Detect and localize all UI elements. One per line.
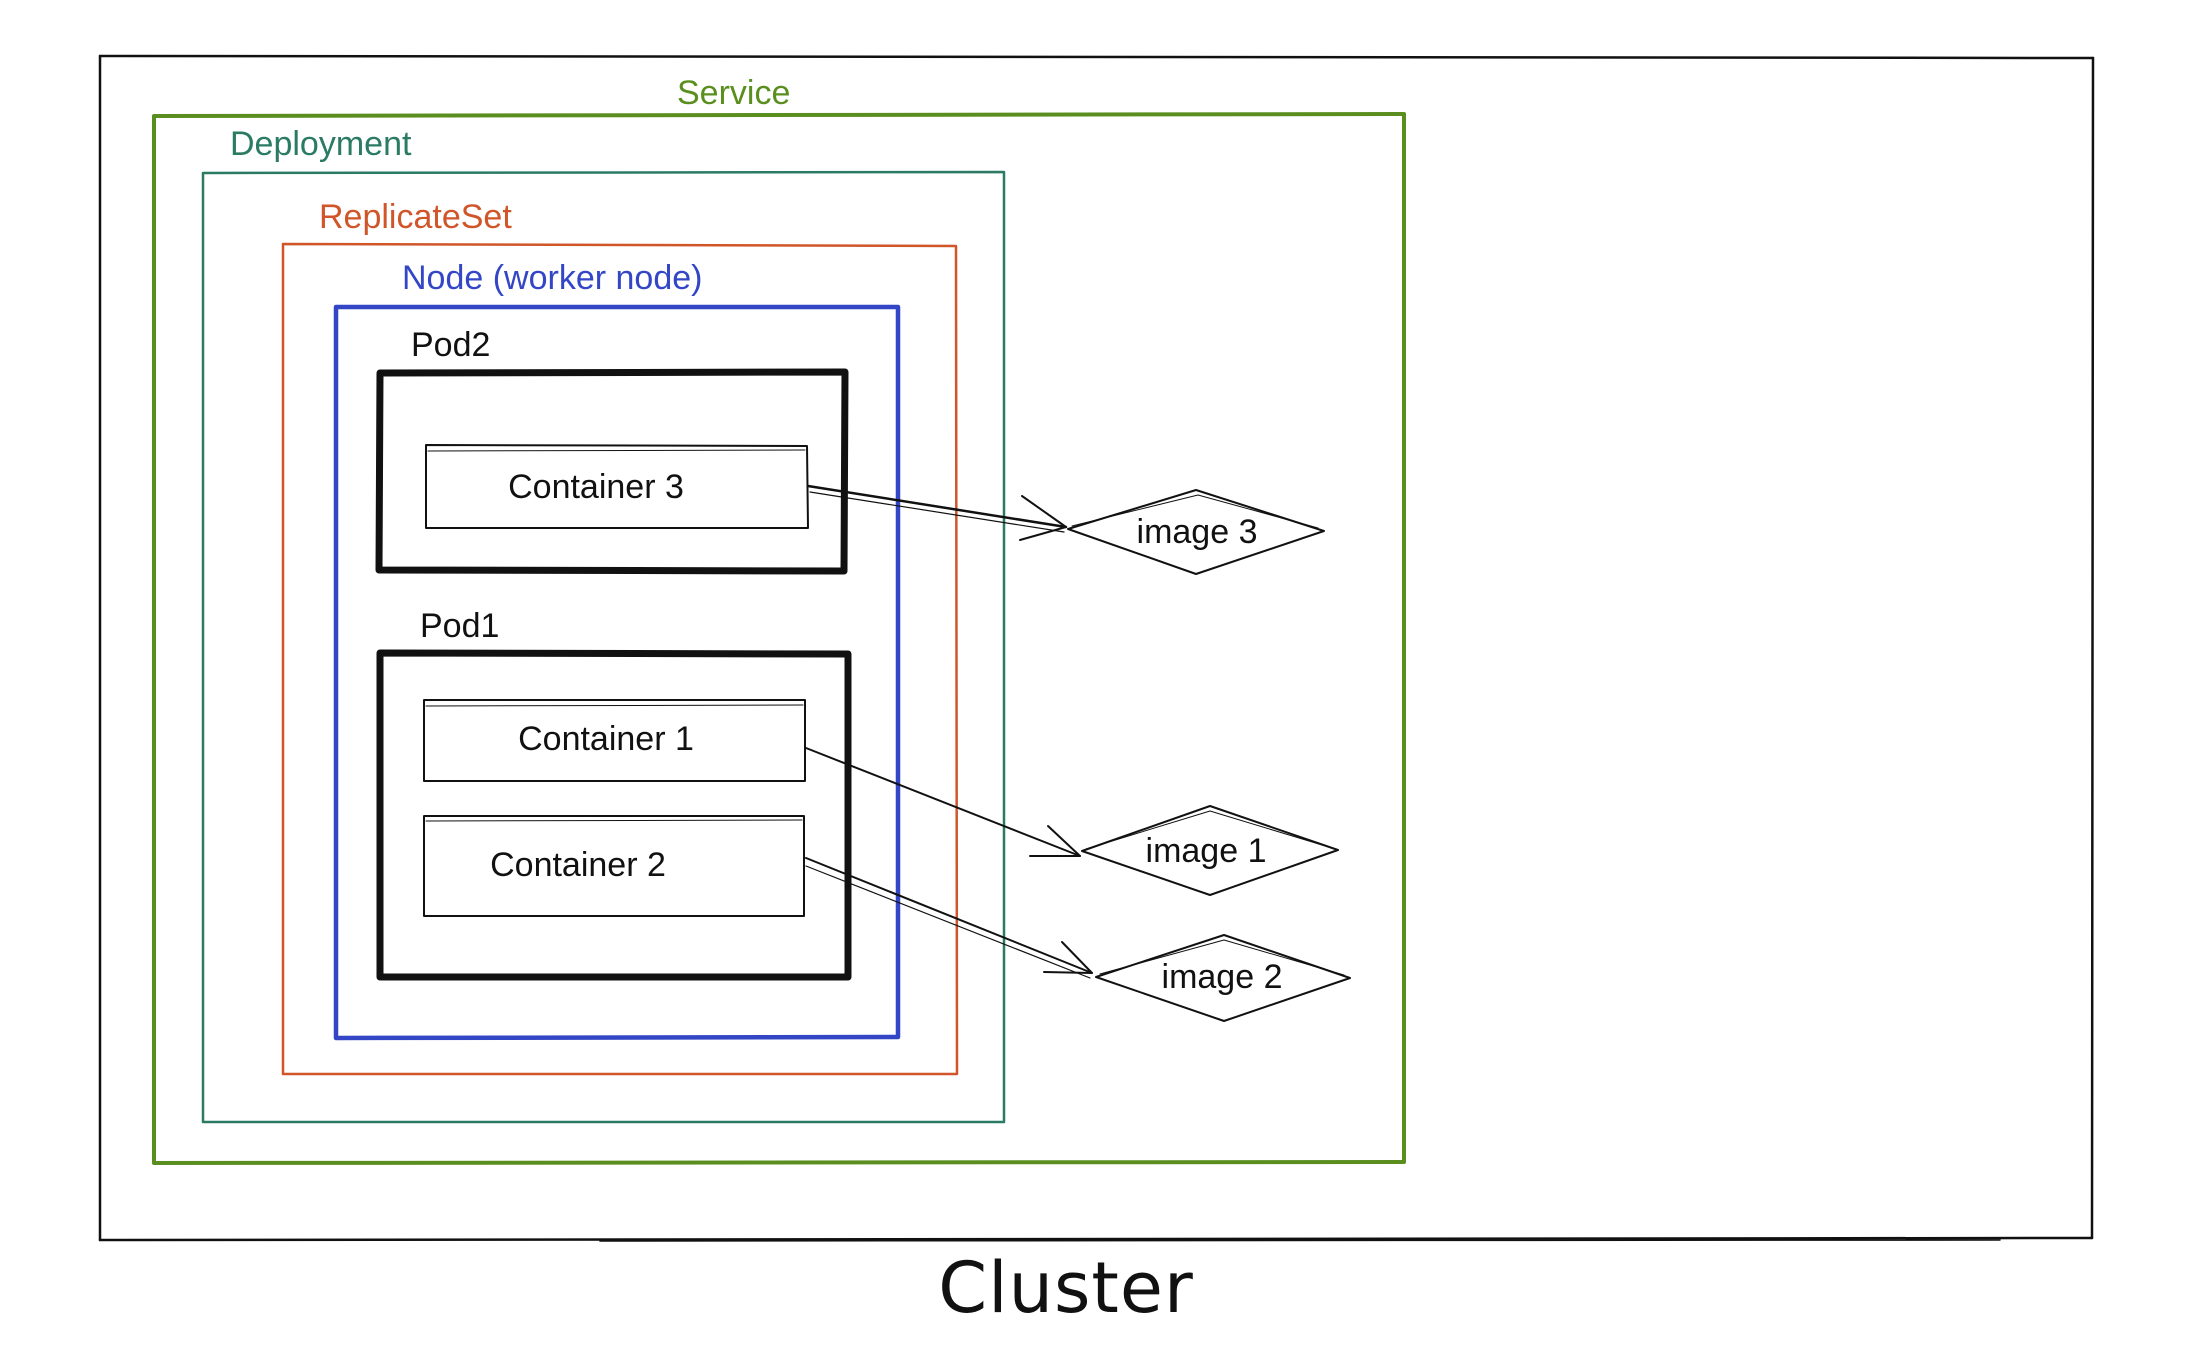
container-box	[423, 699, 806, 782]
arrow	[805, 747, 1081, 857]
cluster-label: Cluster	[938, 1247, 1193, 1329]
service-label: Service	[677, 74, 790, 112]
image-label: image 2	[1162, 958, 1283, 996]
image-diamond	[1081, 805, 1339, 896]
container-box	[423, 815, 805, 917]
container-label: Container 1	[518, 720, 694, 758]
deployment-box	[201, 170, 1006, 1124]
pod-label: Pod2	[411, 326, 490, 364]
image-label: image 1	[1146, 832, 1267, 870]
container-label: Container 2	[490, 846, 666, 884]
deployment-label: Deployment	[230, 125, 412, 163]
service-box	[152, 112, 1406, 1165]
pod-box	[375, 368, 849, 575]
replicaset-box	[281, 242, 959, 1076]
arrow	[805, 857, 1093, 979]
arrow	[806, 484, 1068, 541]
pod-label: Pod1	[420, 607, 499, 645]
node-box	[333, 304, 901, 1041]
replicaset-label: ReplicateSet	[319, 198, 512, 236]
node-label: Node (worker node)	[402, 259, 702, 297]
container-box	[425, 444, 809, 529]
image-diamond	[1067, 489, 1325, 575]
container-label: Container 3	[508, 468, 684, 506]
image-diamond	[1095, 934, 1351, 1022]
image-label: image 3	[1137, 513, 1258, 551]
cluster-box	[98, 54, 2095, 1242]
pod-box	[376, 649, 852, 981]
